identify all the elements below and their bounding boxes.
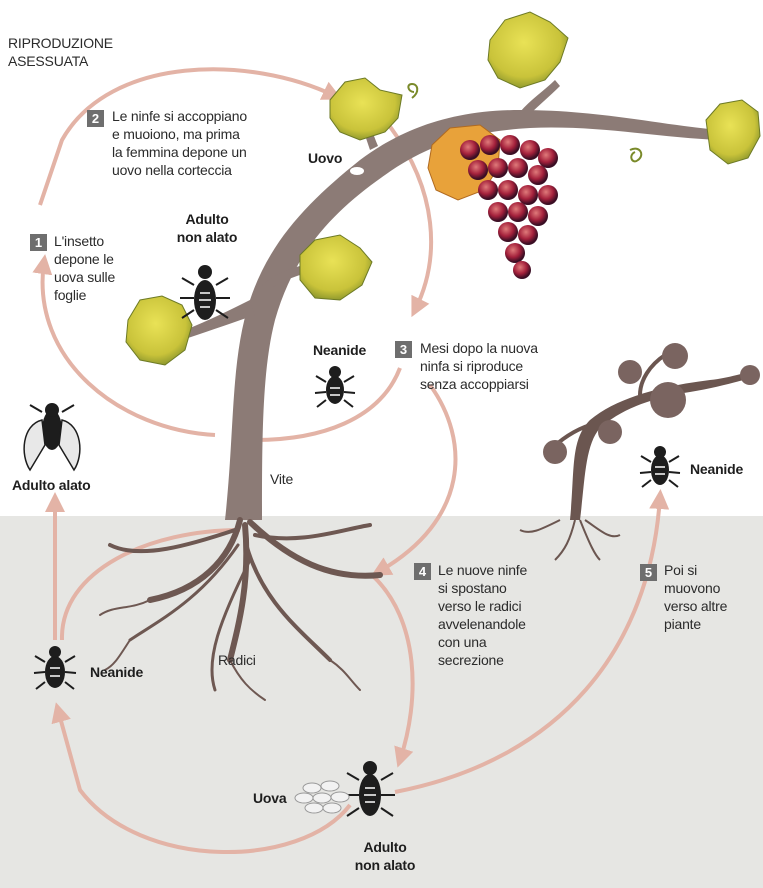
cycle-arrow-lower-bottom: [58, 710, 350, 852]
step-badge-1: 1: [30, 234, 47, 251]
insect-adult-bottom: [345, 761, 395, 816]
step-badge-2: 2: [87, 110, 104, 127]
cycle-arrow-lower-right: [372, 575, 413, 760]
label-adulto-alato: Adulto alato: [12, 476, 90, 494]
insect-neanide-left: [34, 646, 76, 689]
step-text-5: Poi si muovono verso altre piante: [664, 561, 727, 633]
arrow-to-other-plants: [395, 497, 660, 792]
cycle-arrow-to-roots: [378, 385, 455, 572]
label-radici: Radici: [218, 651, 256, 669]
label-neanide-right: Neanide: [690, 460, 743, 478]
step-text-3: Mesi dopo la nuova ninfa si riproduce se…: [420, 339, 538, 393]
cycle-arrow-mid-left: [255, 368, 400, 440]
insect-neanide-top: [315, 366, 355, 407]
label-neanide-top: Neanide: [313, 341, 366, 359]
step-text-1: L'insetto depone le uova sulle foglie: [54, 232, 115, 304]
label-adulto-non-alato-bottom: Adulto non alato: [345, 838, 425, 874]
step-badge-5: 5: [640, 564, 657, 581]
eggs-cluster: [295, 781, 349, 813]
step-text-4: Le nuove ninfe si spostano verso le radi…: [438, 561, 527, 669]
insect-neanide-right: [640, 446, 680, 487]
insect-adult-top: [180, 265, 230, 320]
other-vine: [520, 343, 760, 560]
step-text-2: Le ninfe si accoppiano e muoiono, ma pri…: [112, 107, 247, 179]
label-vite: Vite: [270, 470, 293, 488]
grape-bunch: [460, 135, 558, 279]
label-uova: Uova: [253, 789, 286, 807]
label-adulto-non-alato-top: Adulto non alato: [172, 210, 242, 246]
insect-adult-winged: [24, 403, 80, 470]
vine-leaves: [126, 12, 760, 365]
egg-on-bark: [350, 167, 364, 175]
section-title: RIPRODUZIONE ASESSUATA: [8, 34, 113, 70]
step-badge-3: 3: [395, 341, 412, 358]
label-uovo: Uovo: [308, 149, 342, 167]
step-badge-4: 4: [414, 563, 431, 580]
cycle-arrow-lower-left: [62, 530, 240, 640]
label-neanide-left: Neanide: [90, 663, 143, 681]
